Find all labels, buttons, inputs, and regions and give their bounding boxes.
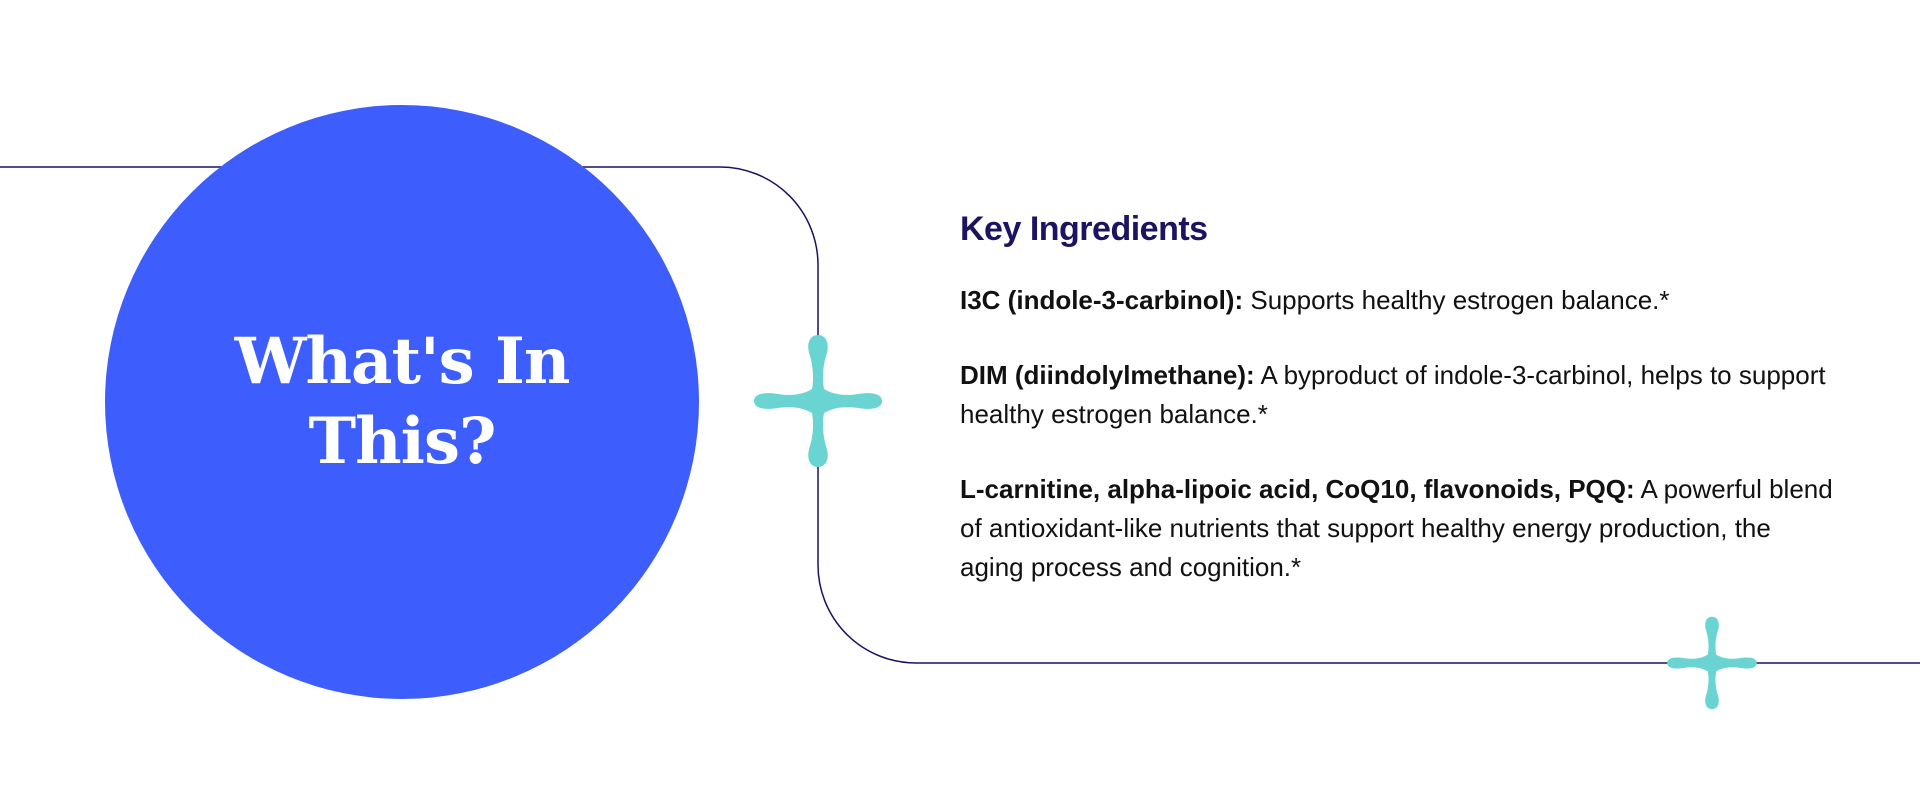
ingredient-name: L-carnitine, alpha-lipoic acid, CoQ10, f… [960,474,1635,504]
hero-title: What's In This? [234,324,571,479]
section-heading: Key Ingredients [960,210,1208,248]
ingredient-item: L-carnitine, alpha-lipoic acid, CoQ10, f… [960,470,1840,587]
plus-sparkle-icon [754,335,882,467]
ingredient-description: A byproduct of indole-3-carbinol, helps … [960,360,1826,429]
ingredients-section: Key Ingredients I3C (indole-3-carbinol):… [960,205,1840,623]
hero-circle: What's In This? [105,105,699,699]
ingredient-name: DIM (diindolylmethane): [960,360,1255,390]
ingredient-description: Supports healthy estrogen balance.* [1243,285,1670,315]
ingredient-description: A powerful blend of antioxidant-like nut… [960,474,1833,582]
ingredient-name: I3C (indole-3-carbinol): [960,285,1244,315]
ingredient-item: DIM (diindolylmethane): A byproduct of i… [960,356,1840,434]
ingredient-item: I3C (indole-3-carbinol): Supports health… [960,281,1840,320]
plus-sparkle-icon [1667,616,1757,710]
